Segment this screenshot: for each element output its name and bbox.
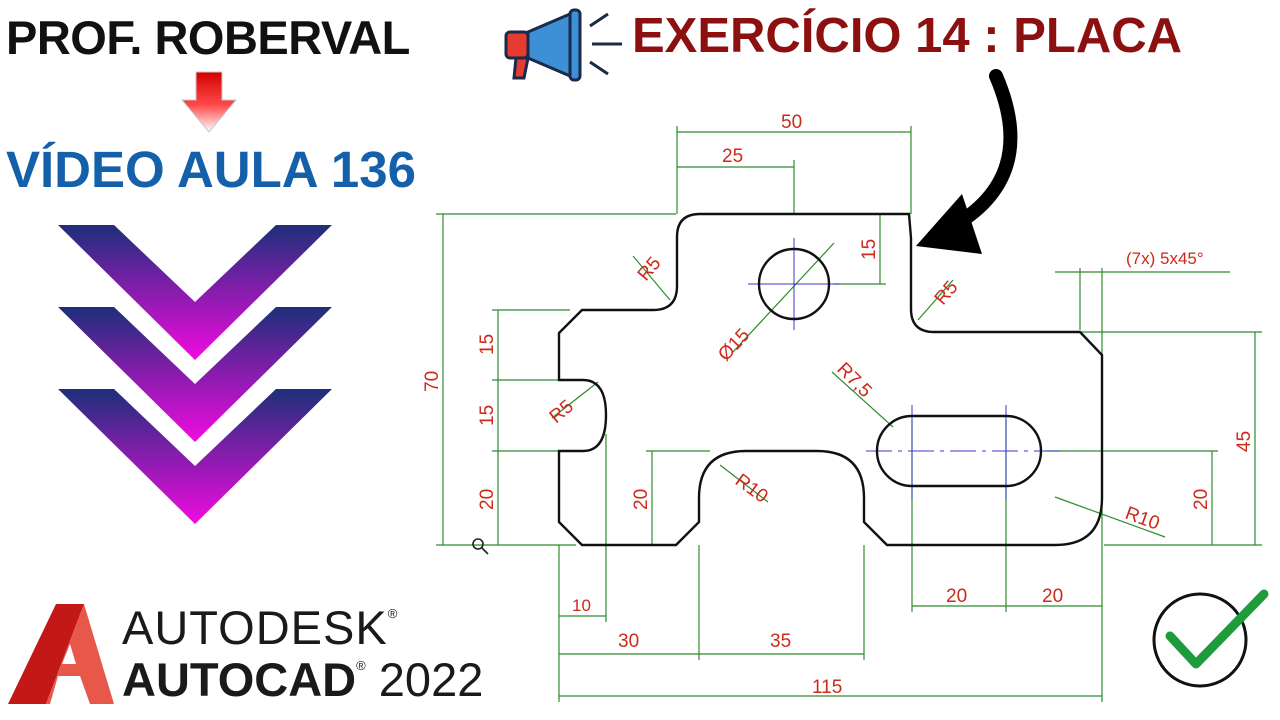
- megaphone-icon: [504, 8, 622, 82]
- dim-slot-radius: R7,5: [832, 359, 875, 402]
- dim-notch-lower: 15: [477, 405, 498, 426]
- chevron-down-icon: [58, 225, 332, 360]
- brand-autocad: AUTOCAD® 2022: [122, 653, 484, 706]
- author-title: PROF. ROBERVAL: [6, 11, 410, 64]
- checkmark-icon: [1152, 589, 1269, 688]
- dimension-lines: [436, 126, 1262, 702]
- down-arrow-icon: [180, 71, 238, 133]
- dim-r5-top-right: R5: [931, 277, 963, 309]
- dim-right-height: 45: [1234, 431, 1255, 452]
- center-lines: [748, 238, 1060, 500]
- dim-corner-radius: R10: [1122, 503, 1162, 535]
- part-outline: [557, 212, 1104, 547]
- lesson-title: VÍDEO AULA 136: [6, 141, 416, 198]
- autocad-logo-icon: [8, 604, 114, 704]
- dim-chamfer-note: (7x) 5x45°: [1126, 249, 1204, 268]
- dim-arch-radius: R10: [731, 470, 772, 507]
- brand-autodesk: AUTODESK®: [122, 601, 399, 654]
- dim-notch-width: 10: [572, 596, 591, 615]
- dim-notch-upper: 15: [477, 334, 498, 355]
- dim-bottom-left-height: 20: [477, 489, 498, 510]
- chevron-stack: [58, 225, 332, 524]
- dim-left-height: 70: [422, 371, 443, 392]
- dim-overall-width: 115: [812, 677, 842, 698]
- dim-arch-width: 35: [770, 631, 791, 652]
- curved-arrow-icon: [916, 69, 1018, 254]
- magnifier-icon: [472, 538, 489, 555]
- dim-r5-top-left: R5: [634, 253, 666, 285]
- dim-slot-right: 20: [1042, 586, 1063, 607]
- dim-top-half: 25: [722, 146, 743, 167]
- dim-arch-left: 30: [618, 631, 639, 652]
- exercise-title: EXERCÍCIO 14 : PLACA: [632, 9, 1182, 63]
- chevron-down-icon: [58, 307, 332, 442]
- dim-right-low-height: 20: [1191, 489, 1212, 510]
- dim-slot-left: 20: [946, 586, 967, 607]
- dim-arch-height: 20: [631, 489, 652, 510]
- dim-top-overall: 50: [781, 112, 802, 133]
- dim-hole-dia: Ø15: [714, 325, 754, 366]
- dim-hole-offset: 15: [859, 239, 880, 260]
- chevron-down-icon: [58, 389, 332, 524]
- dimension-texts: 50 25 70 R5 15 Ø15 R5 (7x) 5x45° R7,5 15…: [422, 112, 1255, 698]
